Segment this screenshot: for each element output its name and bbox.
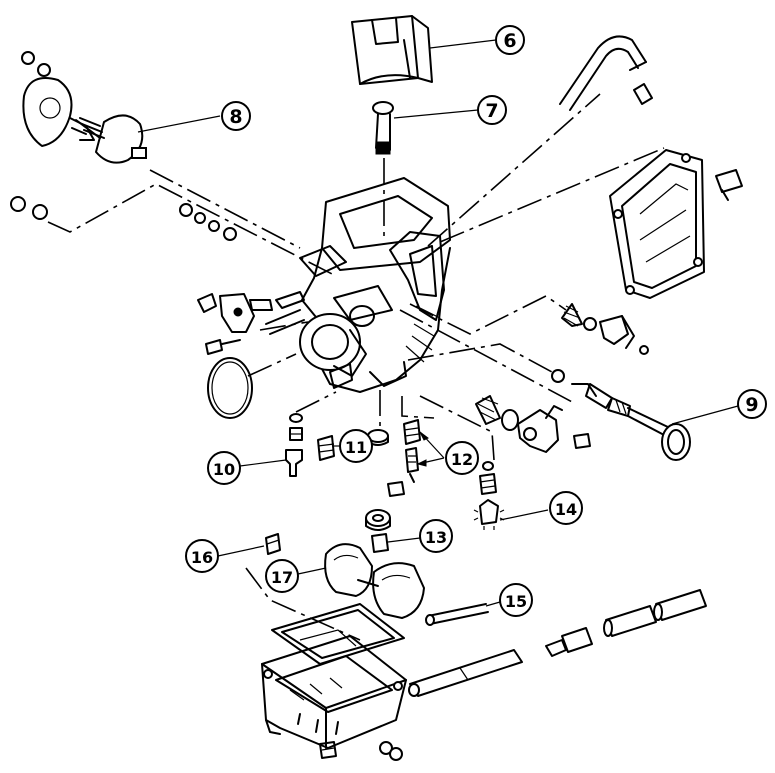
part-12-needle-jet: [403, 419, 421, 483]
svg-text:16: 16: [191, 548, 213, 567]
part-8-accelerator-pump-cover: [21, 51, 147, 164]
callout-9: 9: [737, 389, 767, 419]
part-14-gear-jet: [473, 461, 505, 530]
part-float-bowl: [261, 603, 407, 749]
callout-6: 6: [495, 25, 525, 55]
part-o-ring: [207, 357, 253, 419]
svg-text:8: 8: [229, 106, 242, 128]
part-throttle-spring-assembly: [475, 395, 591, 453]
svg-text:15: 15: [505, 592, 527, 611]
part-7-screw: [372, 101, 394, 155]
callout-16: 16: [185, 539, 219, 573]
part-float-chamber-cover: [609, 149, 743, 299]
svg-text:12: 12: [451, 450, 473, 469]
part-17-float: [324, 543, 425, 619]
callout-8: 8: [221, 101, 251, 131]
svg-text:11: 11: [345, 438, 367, 457]
callout-11: 11: [339, 429, 373, 463]
leader-9: [671, 405, 739, 425]
carburetor-body: [265, 177, 451, 393]
svg-text:10: 10: [213, 460, 235, 479]
leader-10: [239, 459, 287, 467]
leader-14: [499, 509, 549, 521]
part-choke-linkage: [561, 303, 649, 355]
svg-text:9: 9: [745, 394, 758, 416]
part-6-diaphragm-cap: [351, 15, 433, 85]
callout-15: 15: [499, 583, 533, 617]
leader-16: [217, 545, 265, 557]
callout-13: 13: [419, 519, 453, 553]
part-throttle-stop-screw: [179, 203, 237, 241]
callout-7: 7: [477, 95, 507, 125]
svg-text:14: 14: [555, 500, 577, 519]
svg-text:6: 6: [503, 30, 516, 52]
part-drain-screw: [319, 741, 337, 759]
svg-text:17: 17: [271, 568, 293, 587]
part-13-float-valve-seat: [365, 509, 391, 553]
svg-text:7: 7: [485, 100, 498, 122]
leader-7: [393, 109, 479, 119]
leader-6: [429, 39, 497, 49]
part-connecting-rods: [408, 589, 707, 697]
callout-17: 17: [265, 559, 299, 593]
leader-15: [485, 601, 501, 607]
part-vent-hose: [559, 35, 653, 111]
callout-10: 10: [207, 451, 241, 485]
leader-12: [416, 431, 445, 467]
callout-14: 14: [549, 491, 583, 525]
part-screw-left: [10, 196, 48, 220]
leader-17: [297, 567, 327, 575]
part-bowl-screw-right: [379, 741, 403, 761]
part-16-pin: [265, 533, 281, 555]
leader-8: [137, 115, 221, 133]
svg-text:13: 13: [425, 528, 447, 547]
assembly-center-lines: [47, 93, 665, 641]
part-10-pilot-screw: [285, 413, 303, 477]
callout-12: 12: [445, 441, 479, 475]
part-15-float-pin: [425, 603, 489, 626]
part-choke-plunger: [551, 369, 691, 461]
part-11-jet: [317, 435, 335, 461]
leader-13: [387, 537, 421, 543]
part-throttle-lever: [197, 293, 273, 355]
part-small-screw: [387, 481, 405, 497]
